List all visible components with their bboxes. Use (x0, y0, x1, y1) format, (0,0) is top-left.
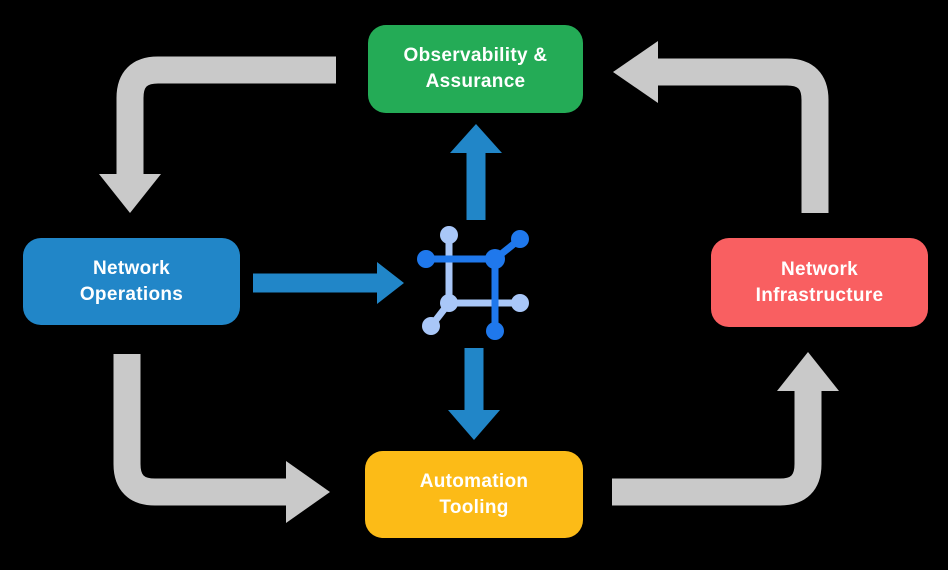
node-label-line: Network (92, 257, 171, 279)
node-label-line: Infrastructure (755, 284, 884, 306)
node-label-line: Automation (419, 470, 529, 492)
node-network-infrastructure: Network Infrastructure (711, 238, 928, 327)
node-label-line: Operations (79, 283, 184, 305)
node-label-line: Network (780, 258, 859, 280)
node-label-line: Observability & (403, 45, 548, 66)
arrow-operations-to-automation (113, 354, 330, 523)
arrow-hub-to-observability (450, 124, 502, 220)
node-network-operations: Network Operations (23, 238, 240, 325)
network-automation-hub-icon (417, 226, 529, 340)
node-automation-tooling: Automation Tooling (365, 451, 583, 538)
node-observability-assurance: Observability & Assurance (368, 25, 583, 113)
arrow-hub-to-automation (448, 348, 500, 440)
node-label-line: Tooling (439, 496, 509, 518)
arrow-infrastructure-to-observability (613, 41, 829, 213)
arrow-observability-to-operations (99, 56, 336, 213)
arrow-operations-to-hub (253, 262, 404, 304)
arrow-automation-to-infrastructure (612, 352, 839, 506)
node-label-line: Assurance (425, 71, 526, 92)
